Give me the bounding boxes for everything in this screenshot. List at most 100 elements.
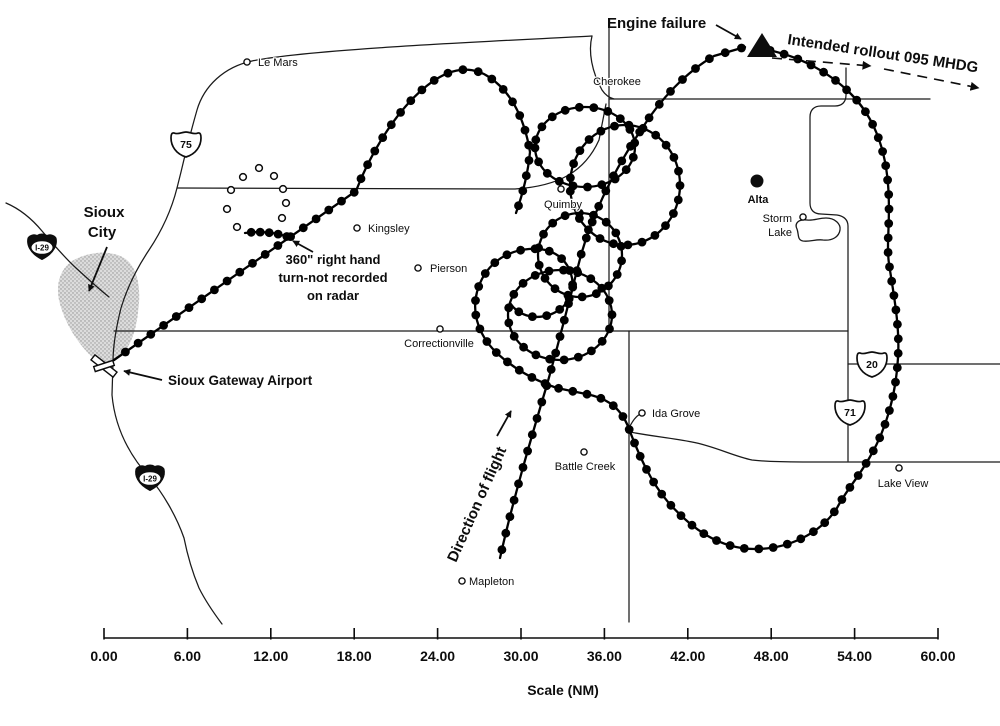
town-label: Mapleton: [469, 576, 514, 588]
radar-return-dot: [171, 312, 181, 321]
radar-return-dot: [458, 65, 468, 75]
radar-return-dot: [471, 310, 481, 320]
shield-number: I-29: [35, 243, 49, 252]
radar-return-dot: [604, 281, 613, 291]
radar-return-dot: [159, 321, 169, 330]
town-label: Correctionville: [404, 338, 474, 350]
radar-return-dot: [635, 451, 645, 461]
radar-return-dot: [891, 305, 901, 315]
radar-return-dot: [883, 248, 893, 257]
shield-shape: [856, 351, 888, 378]
radar-return-dot: [534, 260, 544, 270]
radar-return-dot: [386, 120, 396, 130]
radar-return-dot: [378, 133, 388, 143]
radar-return-dot: [676, 511, 686, 520]
radar-return-dot: [603, 107, 613, 116]
radar-return-dot: [609, 239, 618, 249]
town-cherokee: Cherokee: [592, 75, 642, 90]
radar-return-dot: [560, 105, 570, 115]
radar-return-dot: [417, 85, 427, 95]
radar-return-dot: [583, 182, 592, 192]
radar-return-dot: [883, 233, 893, 243]
scale-tick-label: 36.00: [587, 648, 622, 664]
radar-return-dot: [396, 108, 405, 117]
town-label: Storm: [763, 213, 792, 225]
engine-failure-triangle: [747, 33, 777, 57]
radar-return-dot: [514, 201, 523, 211]
radar-return-dot: [669, 209, 678, 218]
radar-return-dot: [559, 315, 569, 325]
track-outer-loop-radar-dots: [471, 46, 903, 554]
radar-return-dot: [406, 96, 416, 106]
sioux-city-arrow: [88, 246, 108, 292]
town-marker: [895, 464, 903, 472]
radar-return-dot: [893, 334, 903, 344]
radar-return-dot: [544, 246, 554, 256]
shield-number: I-29: [143, 474, 157, 483]
radar-return-dot: [820, 518, 830, 528]
radar-return-dot: [443, 68, 453, 78]
radar-return-dot: [356, 174, 366, 184]
road-right-jog: [809, 67, 849, 462]
radar-return-dot: [884, 219, 894, 228]
radar-return-dot: [712, 536, 721, 545]
radar-return-dot: [612, 270, 622, 279]
shield-number: 71: [844, 407, 856, 419]
radar-return-dot: [557, 254, 566, 263]
radar-return-dot: [518, 463, 528, 472]
radar-return-dot: [893, 319, 902, 329]
radar-return-dot: [475, 324, 485, 334]
radar-return-dot: [725, 541, 735, 550]
radar-return-dot: [628, 152, 638, 162]
radar-return-dot: [184, 303, 194, 312]
estimated-position-circle: [232, 222, 242, 232]
radar-return-dot: [273, 241, 283, 250]
town-marker: [580, 448, 588, 456]
radar-return-dot: [546, 365, 556, 374]
radar-return-dot: [617, 156, 627, 166]
radar-return-dot: [540, 273, 550, 283]
radar-return-dot: [654, 99, 664, 109]
radar-return-dot: [210, 285, 219, 295]
radar-return-dot: [255, 227, 265, 237]
radar-return-dot: [891, 377, 900, 387]
radar-return-dot: [705, 54, 714, 64]
estimated-position-circle: [222, 204, 232, 214]
radar-return-dot: [621, 165, 631, 175]
town-label: Ida Grove: [652, 408, 700, 420]
radar-return-dot: [574, 208, 584, 218]
scale-tick-label: 48.00: [754, 648, 789, 664]
turn-360-label: 360" right hand: [285, 252, 380, 267]
radar-return-dot: [649, 477, 658, 487]
radar-return-dot: [666, 500, 676, 510]
radar-return-dot: [597, 336, 607, 346]
radar-return-dot: [523, 446, 532, 456]
radar-return-dot: [861, 459, 871, 468]
airport-runway-icon: [90, 353, 118, 379]
radar-return-dot: [273, 229, 283, 239]
radar-return-dot: [518, 186, 528, 196]
shield-shape: [834, 399, 866, 426]
town-marker: [750, 174, 764, 188]
radar-return-dot: [555, 332, 565, 341]
radar-return-dot: [498, 85, 508, 94]
town-label: Quimby: [544, 199, 582, 211]
radar-return-dot: [311, 214, 321, 224]
radar-return-dot: [591, 289, 601, 299]
radar-return-dot: [739, 544, 749, 553]
radar-return-dot: [514, 307, 524, 317]
scale-tick-label: 6.00: [174, 648, 201, 664]
radar-return-dot: [650, 231, 660, 240]
radar-return-dot: [657, 489, 667, 499]
radar-return-dot: [637, 237, 647, 247]
radar-return-dot: [754, 544, 764, 554]
radar-return-dot: [502, 250, 512, 260]
radar-return-dot: [589, 210, 598, 220]
shield-oval: [31, 241, 53, 254]
radar-return-dot: [651, 130, 661, 140]
sioux-city-label: City: [88, 224, 117, 241]
radar-return-dot: [554, 176, 564, 186]
radar-return-dot: [779, 49, 789, 59]
